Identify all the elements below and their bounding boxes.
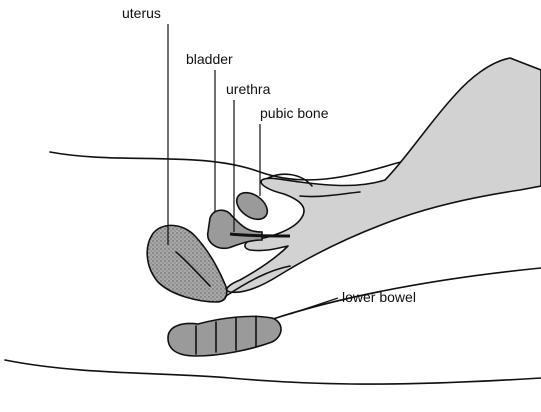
lower-bowel-leader-line	[290, 298, 338, 314]
urethra-label: urethra	[226, 81, 271, 97]
lower-bowel-label: lower bowel	[342, 289, 416, 305]
pubic-bone-label: pubic bone	[260, 105, 329, 121]
bladder-label: bladder	[186, 51, 233, 67]
pubic-bone-shape	[232, 187, 272, 225]
lower-bowel-shape	[168, 316, 281, 356]
uterus-label: uterus	[122, 5, 161, 21]
buttock-contour-line	[5, 360, 541, 384]
